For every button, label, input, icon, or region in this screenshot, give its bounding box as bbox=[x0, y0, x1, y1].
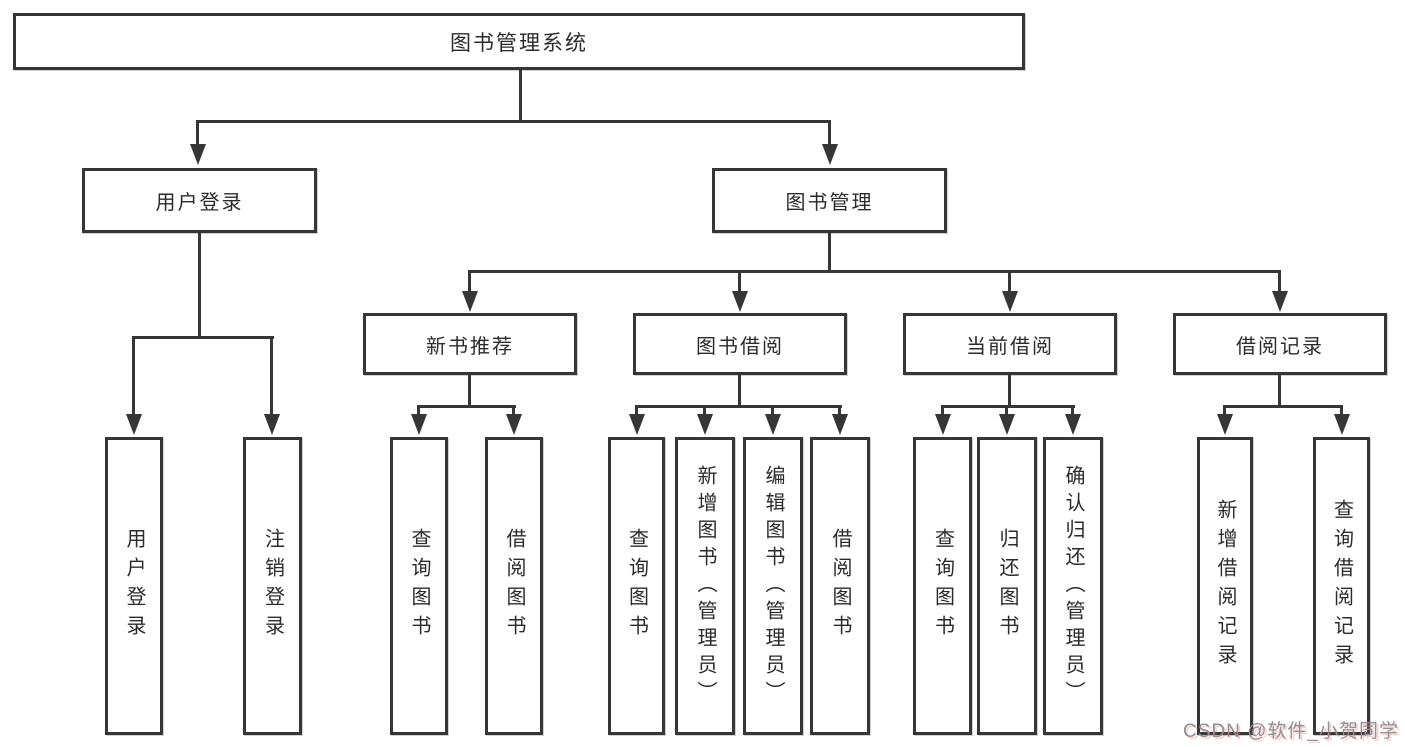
connector-level2-hbar bbox=[196, 120, 831, 123]
csdn-watermark: CSDN @软件_小贺同学 bbox=[1183, 721, 1399, 742]
connector-current-hbar bbox=[941, 405, 1075, 408]
connector-root-stem bbox=[519, 70, 522, 123]
connector-rec-shaft-2 bbox=[512, 405, 515, 418]
connector-level3-shaft-2 bbox=[738, 270, 741, 293]
node-current-borrow-label: 当前借阅 bbox=[966, 335, 1054, 358]
node-borrow-record: 借阅记录 bbox=[1173, 313, 1387, 375]
node-leaf-query-books-borrow: 查询图书 bbox=[608, 437, 665, 735]
connector-level2-right-shaft bbox=[828, 120, 831, 146]
node-user-login-label: 用户登录 bbox=[155, 192, 244, 214]
connector-borrow-stem bbox=[738, 375, 741, 408]
connector-current-stem bbox=[1008, 375, 1011, 408]
node-book-borrow-label: 图书借阅 bbox=[696, 335, 784, 358]
arrow-to-leaf-query-books-rec bbox=[411, 414, 427, 435]
arrow-to-leaf-add-books bbox=[697, 414, 713, 435]
node-book-management: 图书管理 bbox=[712, 168, 947, 233]
arrow-to-leaf-edit-books bbox=[765, 414, 781, 435]
node-book-borrow: 图书借阅 bbox=[633, 313, 847, 375]
node-leaf-query-books-current: 查询图书 bbox=[913, 437, 972, 735]
node-leaf-logout: 注销登录 bbox=[243, 437, 302, 735]
node-leaf-return-books: 归还图书 bbox=[977, 437, 1037, 735]
node-user-login: 用户登录 bbox=[82, 168, 317, 233]
arrow-to-leaf-borrow-books-rec bbox=[506, 414, 522, 435]
arrow-to-new-book-recommend bbox=[462, 291, 478, 312]
leaf-label: 新增借阅记录 bbox=[1214, 499, 1236, 673]
connector-record-hbar bbox=[1223, 405, 1343, 408]
node-leaf-edit-books-admin: 编辑图书（管理员） bbox=[743, 437, 803, 735]
connector-record-shaft-1 bbox=[1223, 405, 1226, 418]
node-leaf-add-borrow-record: 新增借阅记录 bbox=[1197, 437, 1253, 735]
node-leaf-query-books-rec: 查询图书 bbox=[390, 437, 448, 735]
arrow-to-leaf-logout bbox=[264, 414, 280, 435]
arrow-to-leaf-add-borrow-record bbox=[1217, 414, 1233, 435]
connector-borrow-hbar bbox=[635, 405, 842, 408]
connector-level3-shaft-4 bbox=[1278, 270, 1281, 293]
node-current-borrow: 当前借阅 bbox=[903, 313, 1117, 375]
arrow-to-leaf-query-books-current bbox=[935, 414, 951, 435]
connector-user-login-stem bbox=[198, 233, 201, 339]
leaf-label: 借阅图书 bbox=[503, 528, 525, 644]
connector-record-stem bbox=[1278, 375, 1281, 408]
arrow-to-user-login bbox=[190, 144, 206, 165]
connector-borrow-shaft-2 bbox=[703, 405, 706, 418]
connector-current-shaft-3 bbox=[1071, 405, 1074, 418]
connector-current-shaft-1 bbox=[941, 405, 944, 418]
arrow-to-leaf-borrow-books bbox=[832, 414, 848, 435]
connector-current-shaft-2 bbox=[1005, 405, 1008, 418]
node-book-management-label: 图书管理 bbox=[785, 192, 874, 214]
connector-borrow-shaft-1 bbox=[635, 405, 638, 418]
connector-user-leaf2-shaft bbox=[270, 336, 273, 416]
arrow-to-book-borrow bbox=[732, 291, 748, 312]
connector-level2-left-shaft bbox=[196, 120, 199, 146]
node-leaf-add-books-admin: 新增图书（管理员） bbox=[675, 437, 735, 735]
connector-rec-hbar bbox=[417, 405, 516, 408]
connector-book-mgmt-stem bbox=[828, 233, 831, 273]
leaf-label: 用户登录 bbox=[123, 528, 145, 644]
connector-rec-shaft-1 bbox=[417, 405, 420, 418]
connector-level3-shaft-3 bbox=[1008, 270, 1011, 293]
leaf-label: 借阅图书 bbox=[829, 528, 851, 644]
leaf-label: 确认归还（管理员） bbox=[1062, 464, 1084, 708]
arrow-to-leaf-return-books bbox=[999, 414, 1015, 435]
node-new-book-recommend: 新书推荐 bbox=[363, 313, 577, 375]
connector-rec-stem bbox=[468, 375, 471, 408]
leaf-label: 新增图书（管理员） bbox=[694, 464, 716, 708]
connector-level3-shaft-1 bbox=[468, 270, 471, 293]
leaf-label: 查询图书 bbox=[931, 528, 954, 644]
arrow-to-leaf-confirm-return bbox=[1065, 414, 1081, 435]
node-root-system: 图书管理系统 bbox=[13, 13, 1025, 70]
leaf-label: 注销登录 bbox=[261, 528, 284, 644]
leaf-label: 归还图书 bbox=[996, 528, 1018, 644]
arrow-to-leaf-user-login bbox=[126, 414, 142, 435]
node-borrow-record-label: 借阅记录 bbox=[1236, 335, 1324, 358]
node-new-book-recommend-label: 新书推荐 bbox=[426, 335, 514, 358]
node-leaf-user-login: 用户登录 bbox=[105, 437, 163, 735]
node-leaf-confirm-return-admin: 确认归还（管理员） bbox=[1043, 437, 1103, 735]
arrow-to-book-management bbox=[822, 144, 838, 165]
connector-level3-hbar bbox=[468, 270, 1281, 273]
connector-borrow-shaft-4 bbox=[838, 405, 841, 418]
connector-user-leaf1-shaft bbox=[132, 336, 135, 416]
arrow-to-borrow-record bbox=[1272, 291, 1288, 312]
arrow-to-leaf-query-books-borrow bbox=[629, 414, 645, 435]
leaf-label: 查询借阅记录 bbox=[1330, 499, 1353, 673]
node-leaf-query-borrow-record: 查询借阅记录 bbox=[1313, 437, 1370, 735]
arrow-to-leaf-query-borrow-record bbox=[1334, 414, 1350, 435]
leaf-label: 查询图书 bbox=[408, 528, 430, 644]
connector-borrow-shaft-3 bbox=[771, 405, 774, 418]
node-leaf-borrow-books-rec: 借阅图书 bbox=[485, 437, 543, 735]
node-root-label: 图书管理系统 bbox=[450, 31, 588, 55]
node-leaf-borrow-books: 借阅图书 bbox=[810, 437, 870, 735]
leaf-label: 查询图书 bbox=[625, 528, 648, 644]
leaf-label: 编辑图书（管理员） bbox=[762, 464, 784, 708]
connector-user-login-hbar bbox=[132, 336, 274, 339]
arrow-to-current-borrow bbox=[1002, 291, 1018, 312]
connector-record-shaft-2 bbox=[1340, 405, 1343, 418]
